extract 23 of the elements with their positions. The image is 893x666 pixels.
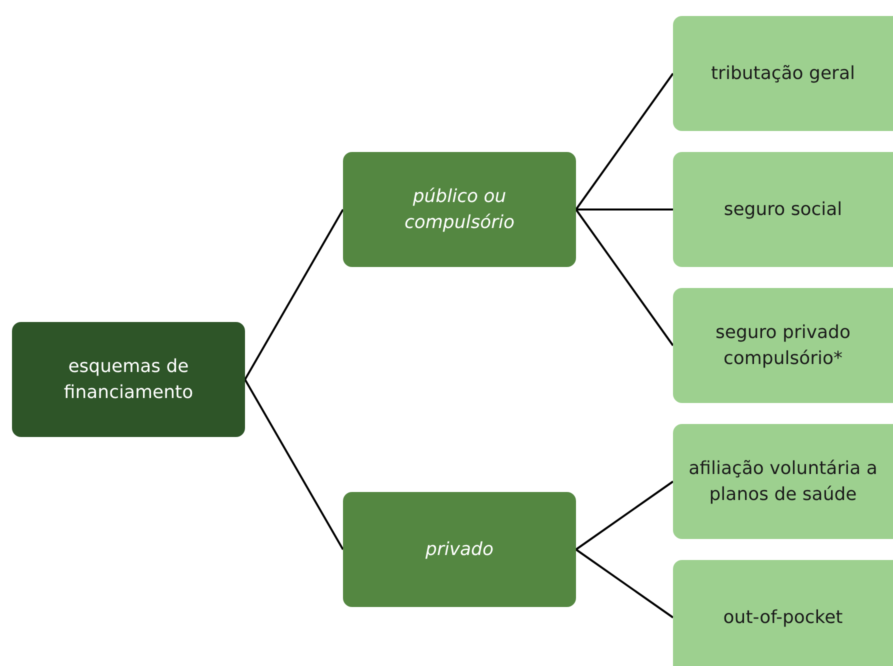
connector-line <box>244 209 344 380</box>
connector-line <box>575 548 674 618</box>
connector-line <box>575 480 674 550</box>
root-box <box>12 322 245 437</box>
scheme-box <box>673 288 893 403</box>
category-box <box>343 152 576 267</box>
connector-line <box>575 208 674 346</box>
box-label: tributação geral <box>711 62 855 86</box>
connector-line <box>244 379 344 550</box>
box-label: privado <box>426 538 494 562</box>
box-label: afiliação voluntária a planos de saúde <box>688 457 878 506</box>
scheme-box <box>673 424 893 539</box>
category-box <box>343 492 576 607</box>
box-label: seguro social <box>724 198 842 222</box>
box-label: esquemas de financiamento <box>62 355 194 404</box>
connector-line <box>575 72 674 210</box>
connector-line <box>576 208 673 210</box>
box-label: seguro privado compulsório* <box>714 321 852 370</box>
scheme-box <box>673 152 893 267</box>
scheme-box <box>673 560 893 666</box>
scheme-box <box>673 16 893 131</box>
box-label: out-of-pocket <box>723 606 843 630</box>
box-label: público ou compulsório <box>403 185 516 234</box>
